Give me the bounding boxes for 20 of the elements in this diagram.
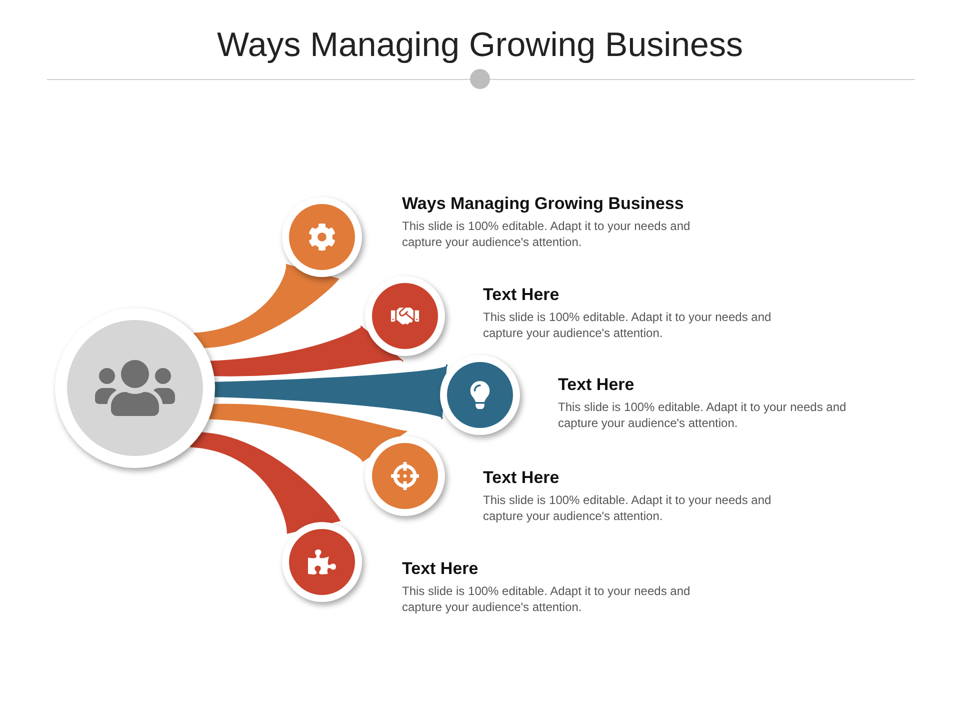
icon-circle: [440, 355, 520, 435]
description: This slide is 100% editable. Adapt it to your needs and capture your audience's attention.: [483, 309, 772, 341]
heading: Text Here: [483, 468, 560, 488]
icon-circle: [282, 522, 362, 602]
heading: Ways Managing Growing Business: [402, 194, 684, 214]
icon-circle: [365, 276, 445, 356]
description: This slide is 100% editable. Adapt it to your needs and capture your audience's attention.: [558, 399, 848, 431]
description: This slide is 100% editable. Adapt it to your needs and capture your audience's attention.: [402, 218, 692, 250]
heading: Text Here: [402, 559, 478, 579]
description: This slide is 100% editable. Adapt it to your needs and capture your audience's attention.: [483, 492, 772, 524]
icon-circle: [365, 436, 445, 516]
tapered-band-connector: [208, 326, 404, 376]
heading: Text Here: [558, 375, 634, 395]
tapered-band-connector: [194, 264, 339, 348]
title: Ways Managing Growing Business: [216, 26, 744, 65]
heading: Text Here: [483, 285, 560, 305]
description: This slide is 100% editable. Adapt it to your needs and capture your audience's attention.: [402, 583, 692, 615]
tapered-band-connector: [206, 404, 408, 462]
tapered-band-connector: [190, 432, 340, 534]
icon-circle: [282, 197, 362, 277]
